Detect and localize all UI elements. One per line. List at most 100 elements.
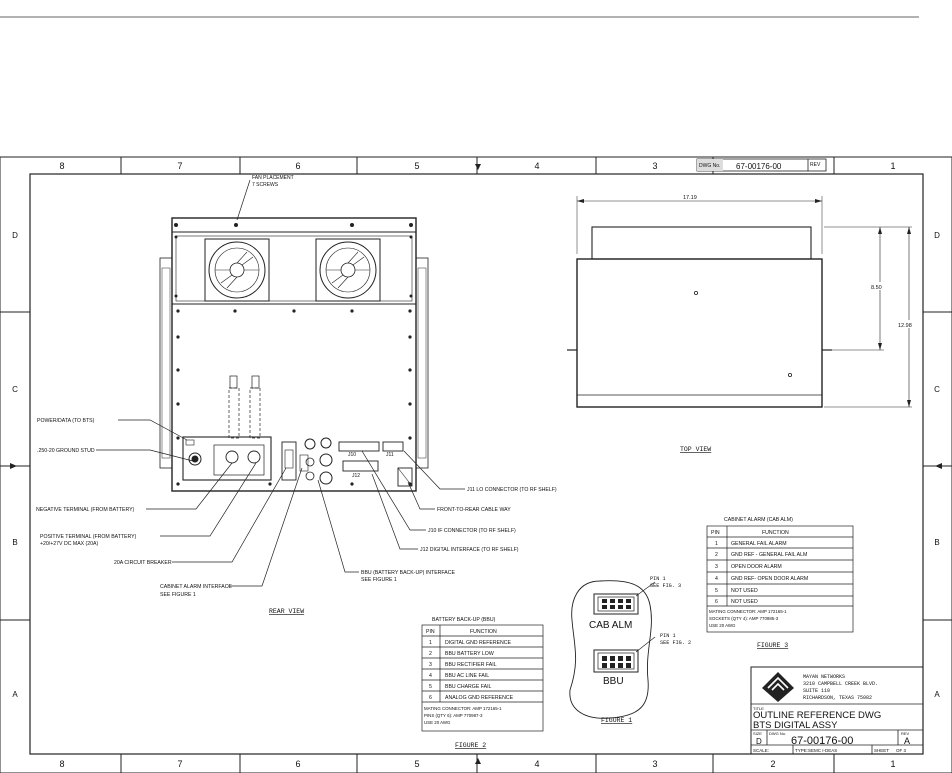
callout-cab-alarm: CABINET ALARM INTERFACE	[160, 584, 233, 590]
dwg-no-tag: DWG No.	[699, 163, 720, 169]
fig2-note: USE 20 AWG	[424, 720, 451, 725]
zone-letters: D C B A D C B A	[12, 231, 940, 699]
fig2-note: PINS (QTY 6): AMP 770987-3	[424, 713, 483, 718]
zone-letter: D	[12, 231, 18, 240]
callout-j11: J11 LO CONNECTOR (TO RF SHELF)	[467, 487, 557, 493]
fig2-pin: 1	[429, 640, 432, 646]
top-view-lid	[591, 226, 812, 260]
left-callouts: POWER/DATA (TO BTS) .250-20 GROUND STUD …	[36, 418, 233, 598]
pin-note-1: PIN 1	[650, 576, 666, 582]
fig2-pin: 5	[429, 684, 432, 690]
callout-voltage: +20/+27V DC MAX (20A)	[40, 541, 99, 547]
fan-leader	[236, 179, 251, 221]
fig3-pin: 2	[715, 552, 718, 558]
figure-1-outline	[569, 580, 652, 719]
zone-letter: C	[12, 385, 18, 394]
fig3-func: OPEN DOOR ALARM	[731, 564, 782, 570]
zone-letter: A	[934, 690, 940, 699]
rev-tag-block: REV	[901, 731, 910, 736]
bbu-label: BBU	[603, 676, 624, 687]
fig3-pin: 1	[715, 541, 718, 547]
zone-number: 4	[534, 759, 539, 769]
fan-right	[315, 238, 381, 302]
dim-width: 17.19	[683, 195, 697, 201]
callout-j10: J10 IF CONNECTOR (TO RF SHELF)	[428, 528, 516, 534]
title-block	[750, 666, 924, 755]
pin-note-2: PIN 1	[660, 633, 676, 639]
company-address: 3210 CAMPBELL CREEK BLVD.	[803, 681, 878, 687]
zone-numbers-bottom: 8 7 6 5 4 3 2 1	[59, 759, 895, 769]
zone-number: 7	[177, 161, 182, 171]
drawing-title-1: OUTLINE REFERENCE DWG	[753, 710, 881, 721]
fig3-pin: 4	[715, 576, 718, 582]
cab-alm-connector	[593, 593, 639, 615]
zone-letter: A	[12, 690, 18, 699]
zone-number: 4	[534, 161, 539, 171]
rev-tag: REV	[810, 162, 821, 168]
ground-stud	[188, 452, 202, 466]
rear-view	[159, 217, 429, 492]
figure-2-table	[421, 624, 544, 732]
fig3-note: MATING CONNECTOR: AMP 172165-1	[709, 609, 787, 614]
fig3-func: GND REF- OPEN DOOR ALARM	[731, 576, 808, 582]
top-view-arrows	[577, 199, 911, 407]
j12-label: J12	[352, 473, 360, 479]
figure-1	[569, 580, 656, 719]
company-logo	[762, 672, 794, 702]
fig2-func: BBU CHARGE FAIL	[445, 684, 492, 690]
zone-number: 5	[414, 759, 419, 769]
drawing-title-2: BTS DIGITAL ASSY	[753, 720, 838, 731]
zone-letter: B	[12, 538, 17, 547]
rear-view-title: REAR VIEW	[269, 608, 304, 615]
fig2-pin: 6	[429, 695, 432, 701]
scale-tag: SCALE:	[753, 748, 769, 753]
zone-number: 1	[890, 161, 895, 171]
circuit-breaker	[281, 441, 297, 481]
bbu-connector	[304, 438, 316, 450]
callout-bbu-see: SEE FIGURE 1	[361, 577, 397, 583]
fig3-header-function: FUNCTION	[762, 530, 789, 536]
left-bracket-inner	[161, 267, 171, 459]
j12-connector	[342, 460, 379, 472]
bbu-pin-connector	[593, 649, 639, 673]
zone-letter: B	[934, 538, 939, 547]
figure-3-text: CABINET ALARM (CAB ALM) PIN FUNCTION 1 G…	[709, 517, 808, 628]
center-arrows	[10, 164, 942, 764]
zone-number: 1	[890, 759, 895, 769]
callout-negative-terminal: NEGATIVE TERMINAL (FROM BATTERY)	[36, 507, 135, 513]
fig3-note: SOCKETS (QTY 4): AMP 770985-3	[709, 616, 779, 621]
pin-note-2b: SEE FIG. 2	[660, 640, 691, 646]
size-tag: SIZE	[753, 731, 762, 736]
left-leaders	[96, 419, 303, 587]
j11-connector	[382, 441, 404, 452]
callout-bbu: BBU (BATTERY BACK-UP) INTERFACE	[361, 570, 456, 576]
callout-power-data: POWER/DATA (TO BTS)	[37, 418, 95, 424]
dim-depth-b: 12.98	[898, 323, 912, 329]
zone-numbers-top: 8 7 6 5 4 3 1	[59, 161, 895, 171]
fig2-func: BBU AC LINE FAIL	[445, 673, 489, 679]
sheet-value: OF 3	[896, 748, 906, 753]
fig2-func: BBU RECTIFIER FAIL	[445, 662, 497, 668]
screws	[174, 223, 413, 486]
outer-border	[0, 156, 952, 773]
fig2-note: MATING CONNECTOR: AMP 172165-1	[424, 706, 502, 711]
terminal-posts	[228, 375, 261, 439]
sheet-tag: SHEET	[874, 748, 889, 753]
zone-number: 8	[59, 161, 64, 171]
fig2-title: BATTERY BACK-UP (BBU)	[432, 617, 496, 623]
right-bracket-inner	[417, 267, 427, 459]
title-tag: TITLE	[753, 706, 764, 711]
top-dwg-box: DWG No. 67-00176-00 REV	[696, 158, 827, 172]
zone-number: 6	[295, 759, 300, 769]
right-leaders	[317, 450, 465, 573]
zone-number: 8	[59, 759, 64, 769]
rear-view-labels: FAN PLACEMENT 7 SCREWS J10 J11 J12	[252, 175, 394, 479]
fig2-pin: 2	[429, 651, 432, 657]
size-value: D	[756, 737, 762, 746]
figure-3-caption: FIGURE 3	[757, 642, 788, 649]
company-suite: SUITE 110	[803, 688, 830, 694]
callout-cab-alarm-see: SEE FIGURE 1	[160, 592, 196, 598]
dim-depth-a: 8.50	[871, 285, 882, 291]
cab-alm-label: CAB ALM	[589, 620, 632, 631]
